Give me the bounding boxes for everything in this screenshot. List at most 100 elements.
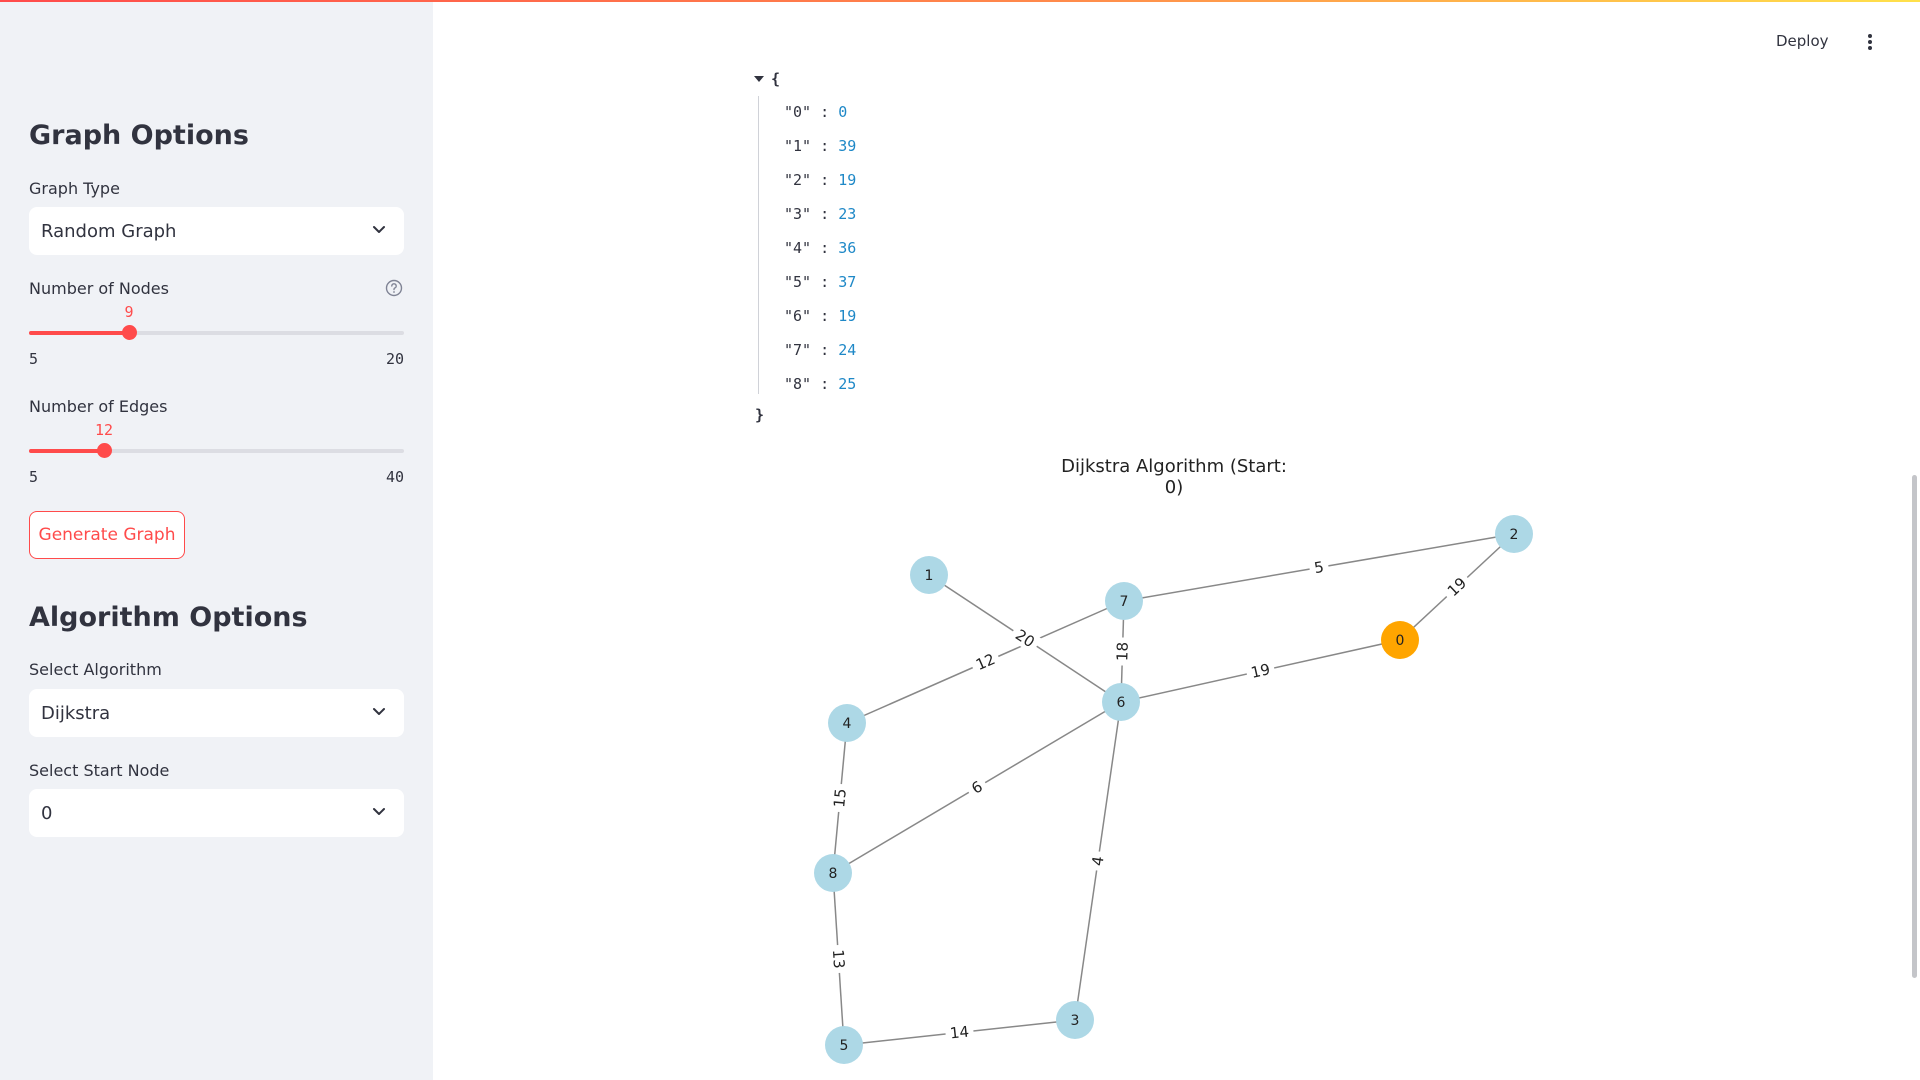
json-close-brace: } bbox=[755, 406, 765, 424]
json-colon: : bbox=[811, 205, 839, 223]
json-key: "5" bbox=[784, 273, 812, 291]
json-colon: : bbox=[811, 307, 839, 325]
json-key: "2" bbox=[784, 171, 812, 189]
edge-label-background bbox=[1244, 659, 1277, 683]
start-node-select[interactable]: 0 bbox=[29, 789, 404, 837]
json-colon: : bbox=[811, 239, 839, 257]
graph-node-2 bbox=[1495, 515, 1533, 553]
json-value: 39 bbox=[838, 137, 857, 155]
edge-label-background bbox=[964, 774, 990, 801]
json-key: "8" bbox=[784, 375, 812, 393]
json-row: "5" : 37 bbox=[784, 273, 856, 291]
graph-type-value: Random Graph bbox=[41, 220, 177, 242]
graph-node-label: 4 bbox=[843, 716, 852, 732]
graph-node-4 bbox=[828, 704, 866, 742]
num-edges-min: 5 bbox=[29, 468, 39, 486]
num-edges-slider[interactable] bbox=[29, 443, 404, 458]
json-row: "0" : 0 bbox=[784, 103, 847, 121]
graph-node-label: 5 bbox=[840, 1038, 849, 1054]
num-edges-value: 12 bbox=[94, 421, 114, 439]
edge-weight-label: 15 bbox=[830, 788, 850, 809]
edge-label-background bbox=[969, 648, 1002, 676]
num-nodes-slider-thumb[interactable] bbox=[122, 325, 137, 340]
edge-label-background bbox=[1113, 637, 1132, 666]
json-value: 0 bbox=[838, 103, 848, 121]
graph-options-heading: Graph Options bbox=[29, 120, 249, 151]
generate-graph-button[interactable]: Generate Graph bbox=[29, 511, 185, 559]
graph-node-label: 0 bbox=[1396, 633, 1405, 649]
graph-node-3 bbox=[1056, 1001, 1094, 1039]
graph-type-select[interactable]: Random Graph bbox=[29, 207, 404, 255]
num-nodes-value: 9 bbox=[124, 303, 134, 321]
json-row: "3" : 23 bbox=[784, 205, 856, 223]
json-row: "8" : 25 bbox=[784, 375, 856, 393]
graph-node-6 bbox=[1102, 683, 1140, 721]
json-row: "4" : 36 bbox=[784, 239, 856, 257]
json-colon: : bbox=[811, 341, 839, 359]
chevron-down-icon bbox=[373, 708, 385, 715]
edge-label-background bbox=[1008, 623, 1042, 654]
num-nodes-min: 5 bbox=[29, 350, 39, 368]
json-row: "2" : 19 bbox=[784, 171, 856, 189]
json-row: "1" : 39 bbox=[784, 137, 856, 155]
json-value: 23 bbox=[838, 205, 857, 223]
json-row: "6" : 19 bbox=[784, 307, 856, 325]
graph-node-label: 8 bbox=[829, 866, 838, 882]
num-edges-slider-thumb[interactable] bbox=[97, 443, 112, 458]
json-colon: : bbox=[811, 273, 839, 291]
json-value: 19 bbox=[838, 171, 857, 189]
json-colon: : bbox=[811, 103, 839, 121]
sidebar: Graph Options Graph Type Random Graph Nu… bbox=[0, 0, 433, 1080]
json-key: "1" bbox=[784, 137, 812, 155]
select-algorithm-label: Select Algorithm bbox=[29, 660, 162, 679]
num-nodes-slider-fill bbox=[29, 331, 129, 335]
json-value: 19 bbox=[838, 307, 857, 325]
edge-weight-label: 18 bbox=[1113, 642, 1132, 662]
json-key: "4" bbox=[784, 239, 812, 257]
edge-label-background bbox=[1087, 850, 1109, 872]
graph-node-5 bbox=[825, 1026, 863, 1064]
edge-weight-label: 19 bbox=[1249, 660, 1272, 682]
json-value: 24 bbox=[838, 341, 857, 359]
json-key: "3" bbox=[784, 205, 812, 223]
json-key: "0" bbox=[784, 103, 812, 121]
scrollbar[interactable] bbox=[1912, 475, 1917, 978]
chevron-down-icon bbox=[373, 226, 385, 233]
edge-weight-label: 13 bbox=[829, 949, 848, 969]
json-key: "7" bbox=[784, 341, 812, 359]
more-menu-icon[interactable] bbox=[1866, 32, 1874, 52]
json-value: 25 bbox=[838, 375, 857, 393]
json-key: "6" bbox=[784, 307, 812, 325]
json-value: 37 bbox=[838, 273, 857, 291]
top-accent-bar bbox=[0, 0, 1920, 2]
num-edges-max: 40 bbox=[385, 468, 404, 486]
algorithm-value: Dijkstra bbox=[41, 702, 111, 724]
num-edges-slider-fill bbox=[29, 449, 104, 453]
num-nodes-label: Number of Nodes bbox=[29, 279, 169, 298]
edge-weight-label: 5 bbox=[1313, 558, 1325, 577]
graph-node-label: 2 bbox=[1510, 527, 1519, 543]
graph-node-label: 3 bbox=[1071, 1013, 1080, 1029]
edge-label-background bbox=[944, 1022, 975, 1043]
json-colon: : bbox=[811, 137, 839, 155]
graph-node-start bbox=[1381, 621, 1419, 659]
graph-title: Dijkstra Algorithm (Start: 0) bbox=[1061, 456, 1287, 498]
edge-label-background bbox=[1440, 570, 1474, 604]
help-icon[interactable] bbox=[385, 279, 403, 297]
json-row: "7" : 24 bbox=[784, 341, 856, 359]
graph-type-label: Graph Type bbox=[29, 179, 120, 198]
graph-node-label: 6 bbox=[1117, 695, 1126, 711]
edge-label-background bbox=[829, 783, 851, 813]
num-nodes-slider[interactable] bbox=[29, 325, 404, 340]
algorithm-select[interactable]: Dijkstra bbox=[29, 689, 404, 737]
num-nodes-max: 20 bbox=[385, 350, 404, 368]
graph-node-label: 7 bbox=[1120, 594, 1129, 610]
json-open-brace: { bbox=[771, 70, 781, 88]
graph-node-8 bbox=[814, 854, 852, 892]
json-colon: : bbox=[811, 375, 839, 393]
algorithm-options-heading: Algorithm Options bbox=[29, 602, 308, 633]
deploy-button[interactable]: Deploy bbox=[1776, 32, 1829, 50]
num-edges-label: Number of Edges bbox=[29, 397, 168, 416]
collapse-toggle-icon[interactable] bbox=[753, 74, 765, 84]
